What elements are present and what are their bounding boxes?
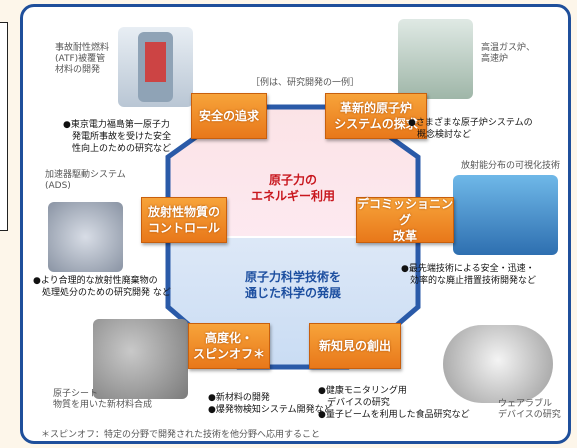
spinoff-box: 高度化・ スピンオフ＊ [188,323,270,369]
decommissioning-description: ●最先端技術による安全・迅速・ 効率的な廃止措置技術開発など [401,264,537,286]
discovery-box-label: 新知見の創出 [318,339,391,353]
atomsheet-caption: 原子シート 物質を用いた新材料合成 [53,389,153,410]
radioactive-control-box: 放射性物質の コントロール [141,197,227,243]
discovery-description: ●健康モニタリング用 デバイスの研究 ●量子ビームを利用した食品研究など [318,386,470,420]
wearable-caption: ウェアラブル デバイスの研究 [498,399,561,420]
reactor-building-illustration [398,19,473,99]
radiation-map-illustration [453,175,558,255]
diagram-frame: 原子力の エネルギー利用 原子力科学技術を 通じた科学の発展 ［例は、研究開発の… [20,4,571,444]
wearable-device-illustration [443,325,553,403]
safety-box-label: 安全の追求 [198,109,259,123]
atom-sheet-illustration [93,319,188,399]
spinoff-box-label: 高度化・ スピンオフ＊ [192,331,265,361]
radioactive-control-box-label: 放射性物質の コントロール [147,205,220,235]
hightemp-caption: 高温ガス炉、 高速炉 [481,43,536,64]
safety-box: 安全の追求 [191,93,267,139]
innovative-description: ●さまざまな原子炉システムの 概念検討など [408,118,533,140]
ads-illustration [48,202,123,272]
radmap-caption: 放射能分布の可視化技術 [461,161,561,171]
innovative-reactor-box: 革新的原子炉 システムの探求 [325,93,427,139]
decommissioning-box: デコミッショニング 改革 [356,197,454,243]
innovative-reactor-box-label: 革新的原子炉 システムの探求 [334,101,418,131]
center-top-label: 原子力の エネルギー利用 [250,173,335,203]
ads-caption: 加速器駆動システム (ADS) [45,170,126,191]
footnote: ＊スピンオフ：特定の分野で開発された技術を他分野へ応用すること [41,430,321,440]
atf-caption: 事故耐性燃料 (ATF)被覆管 材料の開発 [55,43,110,75]
center-bottom-label: 原子力科学技術を 通じた科学の発展 [244,270,341,300]
decommissioning-box-label: デコミッショニング 改革 [357,197,454,243]
spinoff-description: ●新材料の開発 ●爆発物検知システム開発など [208,393,333,415]
subtitle: ［例は、研究開発の一例］ [251,78,360,88]
atf-reactor-illustration [118,27,193,107]
left-partial-box [0,22,8,231]
discovery-box: 新知見の創出 [309,323,401,369]
radioactive-description: ●より合理的な放射性廃棄物の 処理処分のための研究開発 など [33,276,171,298]
safety-description: ●東京電力福島第一原子力 発電所事故を受けた安全 性向上のための研究など [63,120,172,154]
